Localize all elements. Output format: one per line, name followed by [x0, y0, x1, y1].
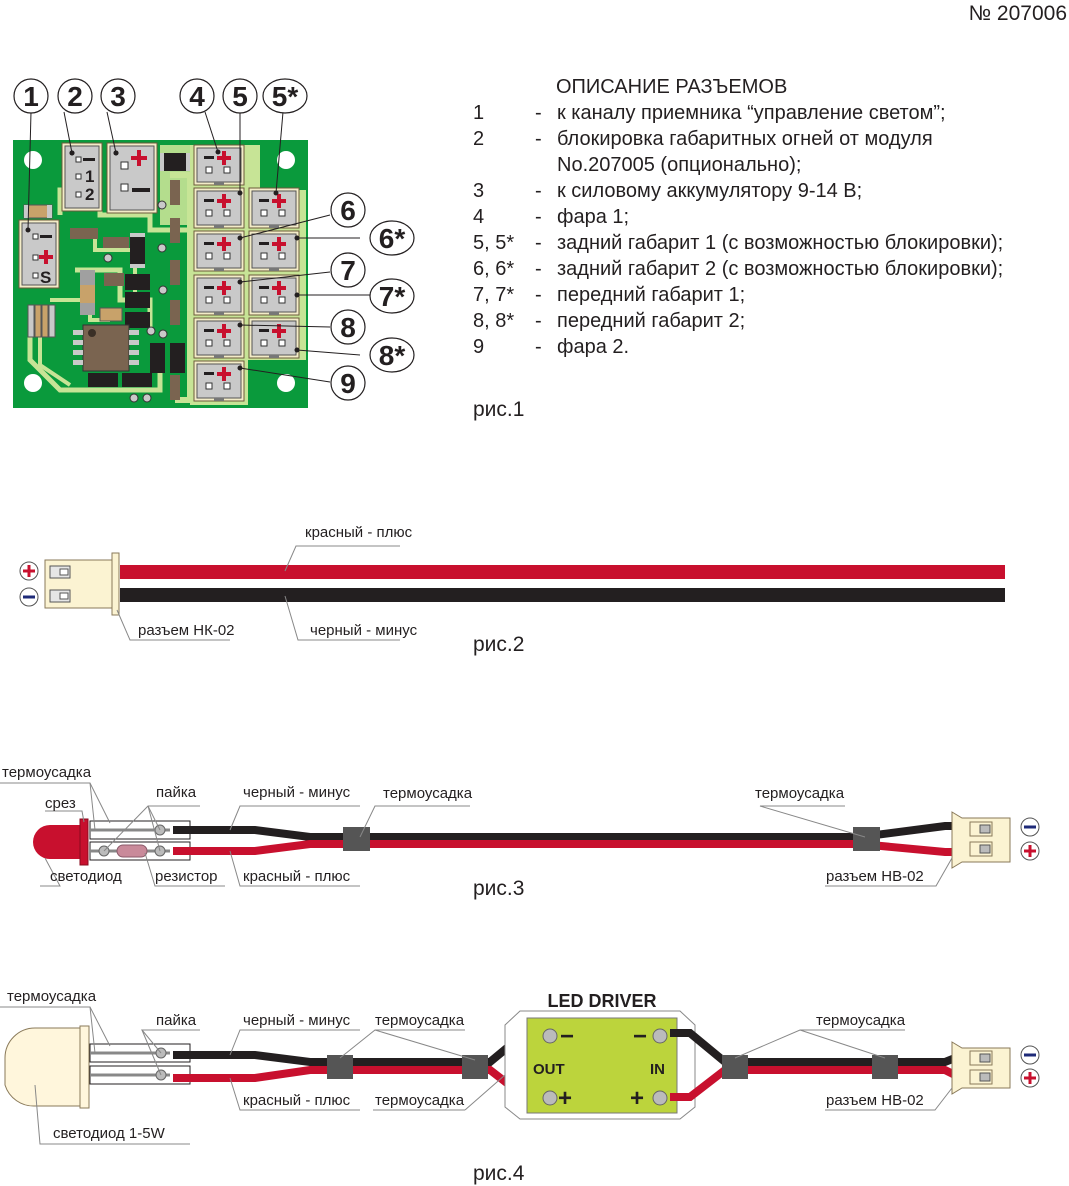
legend-row: 4-фара 1;	[473, 206, 630, 228]
driver-title: LED DRIVER	[547, 991, 656, 1011]
red-wire-label: красный - плюс	[305, 524, 413, 541]
power-led	[4, 1027, 83, 1107]
solder-label: пайка	[156, 784, 197, 801]
legend-row: 8, 8*-передний габарит 2;	[473, 310, 746, 332]
legend-row: 9-фара 2.	[473, 336, 630, 358]
driver-out-label: OUT	[533, 1061, 565, 1078]
heatshrink-label: термоусадка	[375, 1012, 465, 1029]
black-wire	[120, 588, 1005, 602]
callout-3: 3	[110, 81, 126, 112]
pin-label-2: 2	[85, 185, 94, 204]
led-label: светодиод 1-5W	[53, 1125, 165, 1142]
led-label: светодиод	[50, 868, 122, 885]
connector-legend: ОПИСАНИЕ РАЗЪЕМОВ 1-к каналу приемника “…	[473, 74, 1003, 360]
driver-out-plus: +	[558, 1085, 572, 1112]
legend-row-continuation: No.207005 (опционально);	[557, 154, 802, 176]
fig3-label: рис.3	[473, 877, 525, 900]
red-led	[33, 825, 84, 859]
black-wire-label: черный - минус	[243, 784, 351, 801]
fig2-cable	[19, 545, 1005, 641]
heatshrink-label: термоусадка	[755, 785, 845, 802]
heatshrink-sleeve	[872, 1055, 898, 1079]
callout-4: 4	[189, 81, 205, 112]
heatshrink-sleeve	[462, 1055, 488, 1079]
black-wire-label: черный - минус	[310, 622, 418, 639]
heatshrink-label: термоусадка	[2, 764, 92, 781]
callout-5-star: 5*	[272, 81, 299, 112]
connector-hb02-label: разъем НВ-02	[826, 868, 924, 885]
fig4-label: рис.4	[473, 1162, 525, 1185]
pin-label-1: 1	[85, 167, 94, 186]
heatshrink-sleeve	[343, 827, 370, 851]
callout-8: 8	[340, 312, 356, 343]
callout-6-star: 6*	[379, 223, 406, 254]
callout-8-star: 8*	[379, 340, 406, 371]
hb02-plug	[951, 811, 1011, 869]
callout-circles	[13, 78, 415, 401]
connector-hb02-label: разъем НВ-02	[826, 1092, 924, 1109]
callout-2: 2	[67, 81, 83, 112]
legend-row: 6, 6*-задний габарит 2 (с возможностью б…	[473, 258, 1004, 280]
heatshrink-label: термоусадка	[816, 1012, 906, 1029]
callout-6: 6	[340, 195, 356, 226]
resistor	[116, 844, 148, 858]
fig4-cable	[0, 1006, 1040, 1145]
document-number: № 207006	[968, 2, 1067, 25]
solder-label: пайка	[156, 1012, 197, 1029]
fig2-label: рис.2	[473, 633, 525, 656]
legend-row: 1-к каналу приемника “управление светом”…	[473, 102, 946, 124]
driver-in-label: IN	[650, 1061, 665, 1078]
pin-label-s: S	[40, 268, 51, 287]
hb02-plug	[951, 1041, 1011, 1095]
red-wire-label: красный - плюс	[243, 868, 351, 885]
callout-7-star: 7*	[379, 281, 406, 312]
red-wire	[120, 565, 1005, 579]
driver-in-minus: −	[633, 1023, 647, 1050]
black-wire-label: черный - минус	[243, 1012, 351, 1029]
legend-row: 3-к силовому аккумулятору 9-14 В;	[473, 180, 863, 202]
resistor-label: резистор	[155, 868, 218, 885]
fig3-cable	[0, 782, 1040, 887]
red-wire-label: красный - плюс	[243, 1092, 351, 1109]
heatshrink-label: термоусадка	[375, 1092, 465, 1109]
legend-row: 7, 7*-передний габарит 1;	[473, 284, 746, 306]
driver-in-plus: +	[630, 1085, 644, 1112]
cut-label: срез	[45, 795, 76, 812]
heatshrink-sleeve	[853, 827, 880, 851]
heatshrink-label: термоусадка	[7, 988, 97, 1005]
legend-title: ОПИСАНИЕ РАЗЪЕМОВ	[556, 76, 788, 98]
callout-9: 9	[340, 368, 356, 399]
legend-row: 5, 5*-задний габарит 1 (с возможностью б…	[473, 232, 1004, 254]
heatshrink-sleeve	[722, 1055, 748, 1079]
heatshrink-sleeve	[327, 1055, 353, 1079]
pcb-board	[13, 140, 308, 408]
connector-nk02-label: разъем НК-02	[138, 622, 235, 639]
callout-1: 1	[23, 81, 39, 112]
fig1-label: рис.1	[473, 398, 525, 421]
driver-out-minus: −	[560, 1023, 574, 1050]
callout-7: 7	[340, 255, 356, 286]
heatshrink-label: термоусадка	[383, 785, 473, 802]
legend-row: 2-блокировка габаритных огней от модуля	[473, 128, 933, 150]
callout-5: 5	[232, 81, 248, 112]
callout-leaders	[27, 111, 370, 383]
